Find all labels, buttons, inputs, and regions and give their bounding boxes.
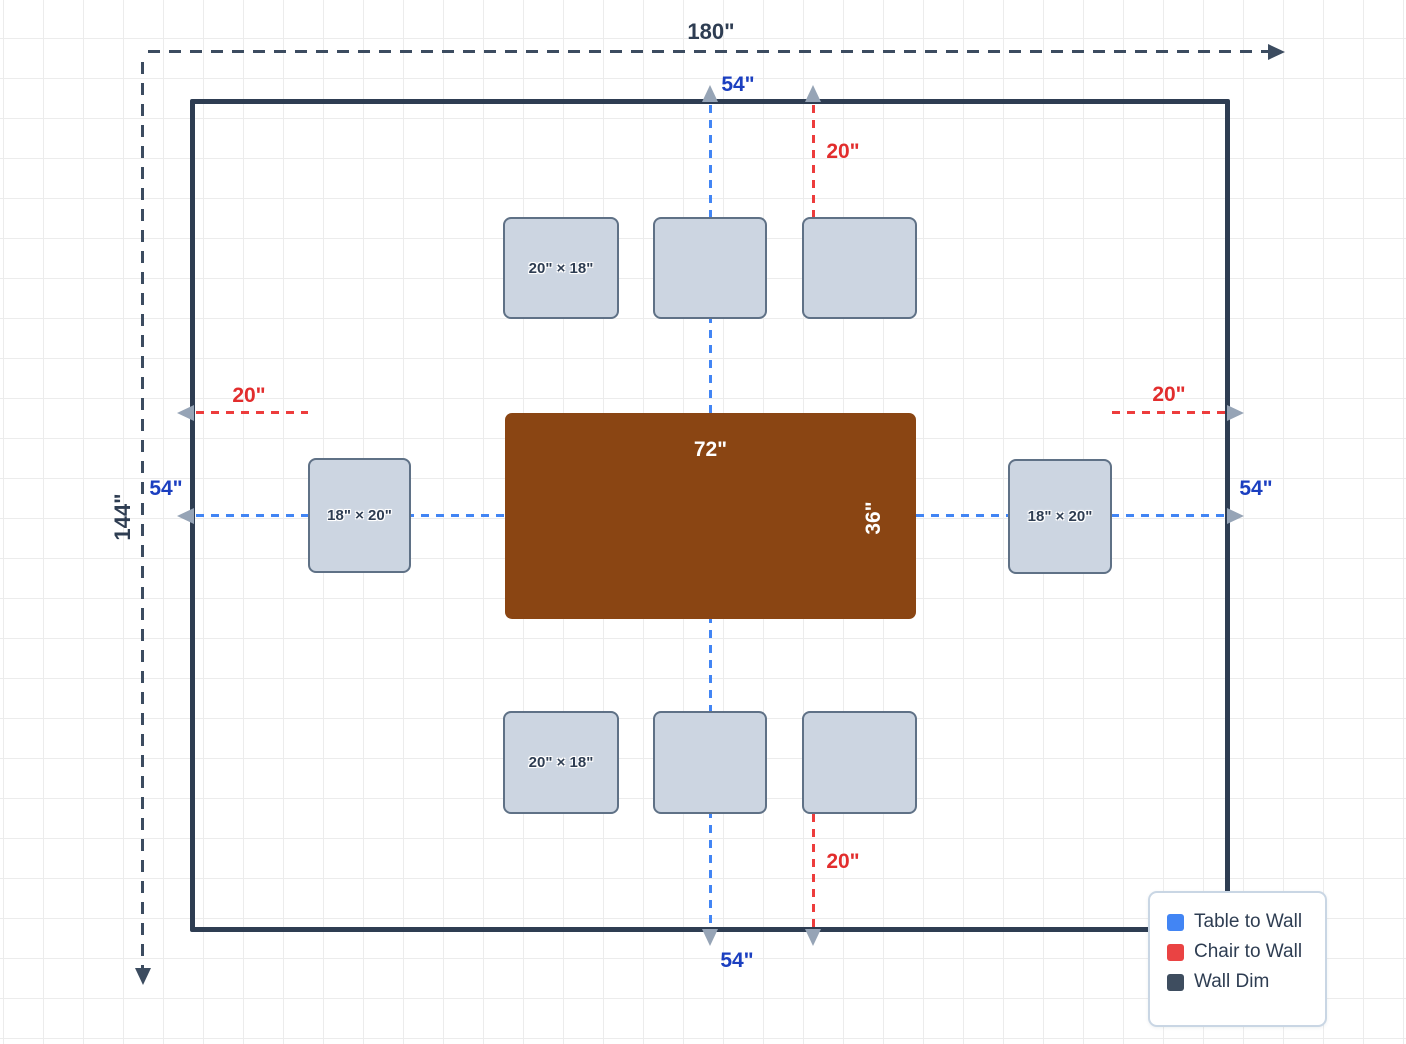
chair-left-arrow-icon: [177, 405, 194, 421]
table-top-arrow-icon: [702, 85, 718, 102]
chair-bottom-1[interactable]: 20" × 18": [503, 711, 619, 814]
chair-top-1[interactable]: 20" × 18": [503, 217, 619, 319]
table-bottom-arrow-icon: [702, 929, 718, 946]
dining-table[interactable]: 72" 36": [505, 413, 916, 619]
chair-bottom-arrow-icon: [805, 929, 821, 946]
table-bottom-clearance-label: 54": [720, 949, 754, 972]
table-right-arrow-icon: [1227, 508, 1244, 524]
legend-item-label: Chair to Wall: [1194, 941, 1303, 962]
wall-height-arrow-icon: [135, 968, 151, 985]
chair-left-size-label: 18" × 20": [327, 507, 392, 524]
legend-item-label: Table to Wall: [1194, 911, 1303, 932]
chair-top-2[interactable]: [653, 217, 767, 319]
legend-item-table-to-wall: Table to Wall: [1167, 911, 1311, 933]
chair-left[interactable]: 18" × 20": [308, 458, 411, 573]
chair-to-wall-swatch-icon: [1167, 943, 1184, 961]
chair-right-clearance-line: [1112, 411, 1225, 414]
chair-bottom-size-label: 20" × 18": [528, 754, 594, 771]
legend-item-chair-to-wall: Chair to Wall: [1167, 941, 1311, 963]
chair-top-size-label: 20" × 18": [528, 259, 594, 277]
chair-top-3[interactable]: [802, 217, 917, 319]
chair-left-clearance-line: [196, 411, 308, 414]
chair-top-arrow-icon: [805, 85, 821, 102]
chair-right-arrow-icon: [1227, 405, 1244, 421]
wall-width-arrow-icon: [1268, 44, 1285, 60]
table-left-arrow-icon: [177, 508, 194, 524]
table-left-clearance-label: 54": [149, 477, 183, 500]
chair-bottom-clearance-label: 20": [826, 850, 860, 873]
chair-right[interactable]: 18" × 20": [1008, 459, 1112, 574]
wall-width-label: 180": [687, 19, 735, 44]
wall-dim-swatch-icon: [1167, 973, 1184, 991]
chair-right-clearance-label: 20": [1152, 383, 1186, 406]
chair-bottom-2[interactable]: [653, 711, 767, 814]
legend-item-label: Wall Dim: [1194, 971, 1270, 992]
wall-height-label: 144": [110, 493, 135, 541]
wall-width-dim-line: [148, 50, 1270, 53]
chair-left-clearance-label: 20": [232, 384, 266, 407]
wall-height-dim-line: [141, 62, 144, 970]
legend[interactable]: Table to Wall Chair to Wall Wall Dim: [1148, 891, 1327, 1027]
chair-bottom-clearance-line: [812, 814, 815, 927]
chair-right-size-label: 18" × 20": [1027, 508, 1093, 525]
chair-bottom-3[interactable]: [802, 711, 917, 814]
table-top-clearance-label: 54": [721, 73, 755, 96]
table-right-clearance-label: 54": [1239, 477, 1273, 500]
chair-top-clearance-label: 20": [826, 140, 860, 163]
table-to-wall-swatch-icon: [1167, 913, 1184, 931]
legend-item-wall-dim: Wall Dim: [1167, 971, 1311, 993]
table-length-label: 72": [693, 438, 728, 461]
chair-top-clearance-line: [812, 105, 815, 221]
table-depth-label: 36": [862, 501, 885, 535]
